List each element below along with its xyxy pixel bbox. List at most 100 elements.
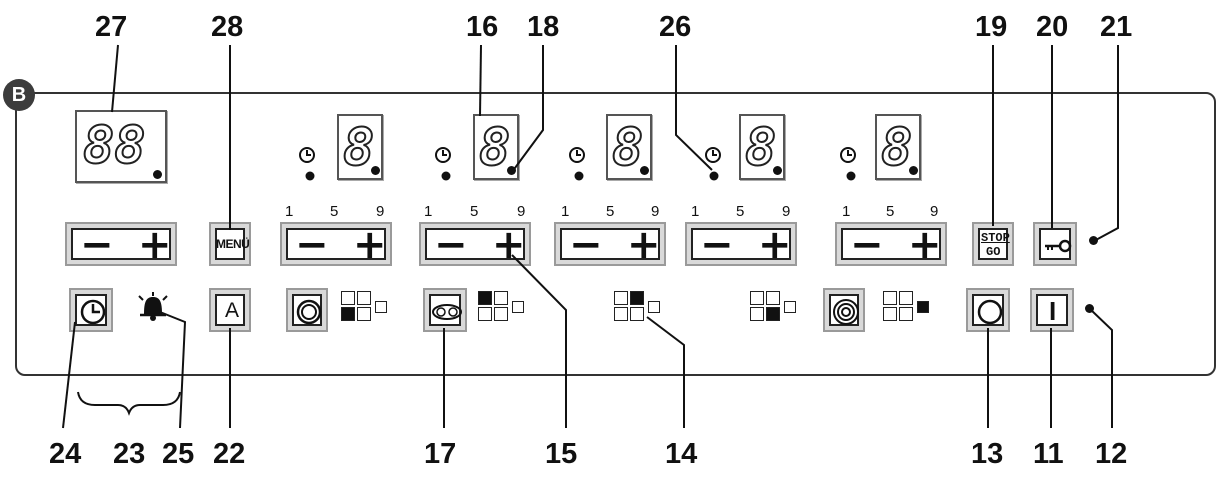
- callout-27: 27: [95, 11, 128, 43]
- callout-25: 25: [162, 438, 195, 470]
- plus-button[interactable]: +: [138, 222, 172, 268]
- clock-icon: [80, 299, 106, 325]
- minus-button[interactable]: −: [700, 222, 734, 268]
- go-label: GO: [986, 245, 1001, 259]
- minus-button[interactable]: −: [434, 222, 468, 268]
- callout-12: 12: [1095, 438, 1128, 470]
- zone-3-display: 8: [606, 114, 652, 180]
- callout-16: 16: [466, 11, 499, 43]
- zone-5-minus-plus-control[interactable]: − +: [835, 222, 947, 266]
- minus-button[interactable]: −: [850, 222, 884, 268]
- off-button[interactable]: [966, 288, 1010, 332]
- zone-4-digit: 8: [744, 118, 777, 178]
- key-lock-icon: [1045, 239, 1072, 253]
- zone-1-digit: 8: [342, 118, 375, 178]
- callout-24: 24: [49, 438, 82, 470]
- plus-button[interactable]: +: [908, 222, 942, 268]
- double-ring-zone-button[interactable]: [423, 288, 467, 332]
- zone-indicator-icon: [478, 291, 538, 327]
- zone-5-digit: 8: [880, 118, 913, 178]
- bell-icon: [138, 292, 168, 321]
- callout-15: 15: [545, 438, 578, 470]
- zone-indicator-icon: [614, 291, 674, 327]
- callout-22: 22: [213, 438, 246, 470]
- plus-button[interactable]: +: [758, 222, 792, 268]
- key-lock-indicator-dot: [1089, 236, 1098, 245]
- panel-label-badge: B: [3, 79, 35, 111]
- on-button-label: I: [1049, 296, 1057, 326]
- callout-19: 19: [975, 11, 1008, 43]
- clock-button[interactable]: [69, 288, 113, 332]
- zone-5-display: 8: [875, 114, 921, 180]
- stop-label: STOP: [981, 231, 1010, 245]
- clock-icon: [299, 147, 856, 163]
- zone-2-scale-5: 5: [470, 203, 479, 220]
- zone-3-minus-plus-control[interactable]: − +: [554, 222, 666, 266]
- callout-23: 23: [113, 438, 146, 470]
- zone-2-minus-plus-control[interactable]: − +: [419, 222, 531, 266]
- zone-3-digit: 8: [611, 118, 644, 178]
- auto-button[interactable]: A: [209, 288, 251, 332]
- zone-4-display-dot: [773, 166, 782, 175]
- timer-minus-plus-control[interactable]: − +: [65, 222, 177, 266]
- zone-2-scale-9: 9: [517, 203, 526, 220]
- on-button[interactable]: I: [1030, 288, 1074, 332]
- zone-5-scale-9: 9: [930, 203, 939, 220]
- callout-17: 17: [424, 438, 457, 470]
- zone-4-minus-plus-control[interactable]: − +: [685, 222, 797, 266]
- double-ring-icon: [432, 304, 462, 320]
- plus-button[interactable]: +: [492, 222, 526, 268]
- zone-indicator-icon: [341, 291, 401, 327]
- zone-5-scale-5: 5: [886, 203, 895, 220]
- plus-button[interactable]: +: [627, 222, 661, 268]
- zone-2-digit: 8: [478, 118, 511, 178]
- callout-11: 11: [1033, 438, 1064, 470]
- minus-button[interactable]: −: [295, 222, 329, 268]
- menu-button[interactable]: MENÜ: [209, 222, 251, 266]
- key-lock-button[interactable]: [1033, 222, 1077, 266]
- callout-18: 18: [527, 11, 560, 43]
- callout-13: 13: [971, 438, 1004, 470]
- zone-2-display: 8: [473, 114, 519, 180]
- zone-3-scale-1: 1: [561, 203, 570, 220]
- zone-1-scale-5: 5: [330, 203, 339, 220]
- zone-4-scale-1: 1: [691, 203, 700, 220]
- zone-1-scale-1: 1: [285, 203, 294, 220]
- control-panel-outline: [15, 92, 1216, 376]
- triple-ring-zone-button[interactable]: [823, 288, 865, 332]
- zone-5-display-dot: [909, 166, 918, 175]
- zone-3-scale-5: 5: [606, 203, 615, 220]
- zone-4-scale-5: 5: [736, 203, 745, 220]
- auto-button-label: A: [225, 299, 240, 322]
- timer-display-dot: [153, 170, 162, 179]
- single-ring-zone-button[interactable]: [286, 288, 328, 332]
- zone-1-scale-9: 9: [376, 203, 385, 220]
- zone-2-display-dot: [507, 166, 516, 175]
- zone-indicator-icon: [883, 291, 943, 327]
- off-circle-icon: [977, 299, 1003, 325]
- callout-14: 14: [665, 438, 698, 470]
- zone-3-display-dot: [640, 166, 649, 175]
- menu-button-label: MENÜ: [216, 237, 250, 251]
- zone-4-scale-9: 9: [782, 203, 791, 220]
- minus-button[interactable]: −: [569, 222, 603, 268]
- on-indicator-dot: [1085, 304, 1094, 313]
- callout-28: 28: [211, 11, 244, 43]
- triple-ring-icon: [833, 299, 859, 325]
- callout-26: 26: [659, 11, 692, 43]
- zone-1-display: 8: [337, 114, 383, 180]
- minus-button[interactable]: −: [80, 222, 114, 268]
- zone-4-display: 8: [739, 114, 785, 180]
- plus-button[interactable]: +: [353, 222, 387, 268]
- zone-3-scale-9: 9: [651, 203, 660, 220]
- zone-1-display-dot: [371, 166, 380, 175]
- callout-21: 21: [1100, 11, 1133, 43]
- timer-display: 88: [75, 110, 167, 183]
- callout-20: 20: [1036, 11, 1069, 43]
- zone-1-minus-plus-control[interactable]: − +: [280, 222, 392, 266]
- zone-indicator-icon: [750, 291, 810, 327]
- timer-display-digits: 88: [82, 116, 147, 176]
- zone-5-scale-1: 1: [842, 203, 851, 220]
